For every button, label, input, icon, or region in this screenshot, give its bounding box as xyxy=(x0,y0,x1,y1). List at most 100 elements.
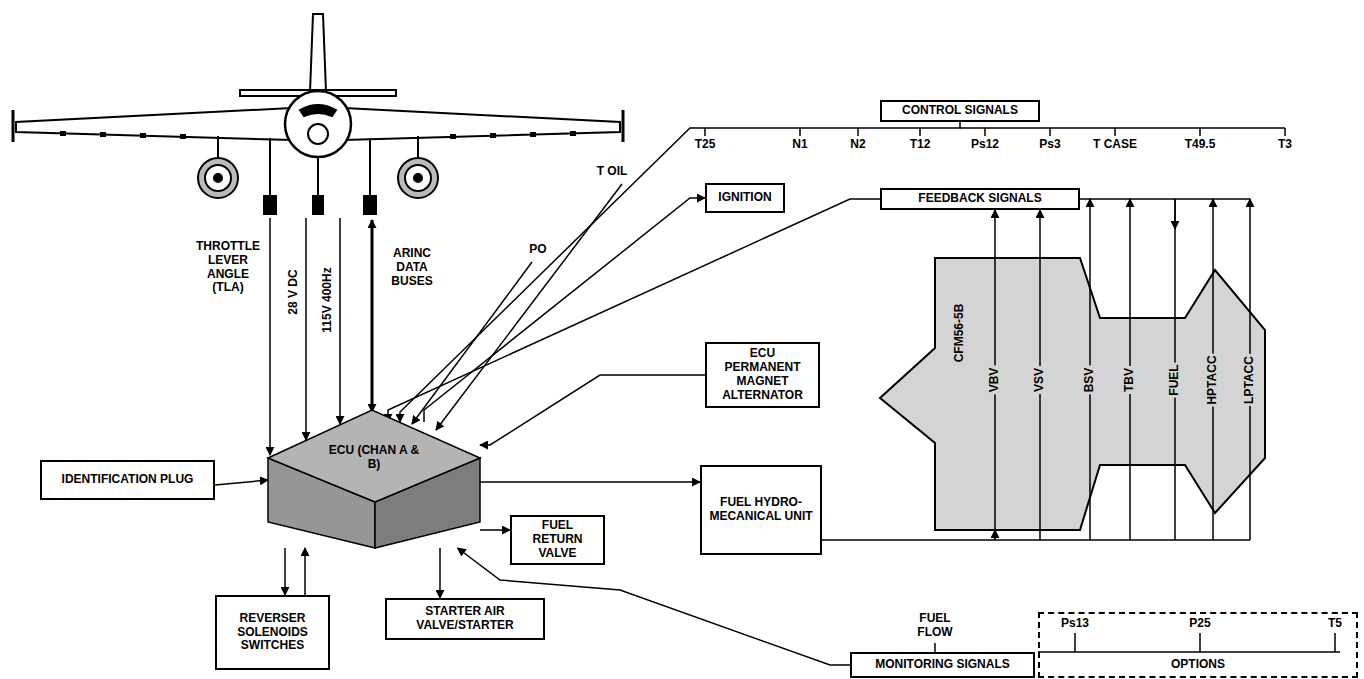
signal-label: THROTTLE LEVER ANGLE (TLA) xyxy=(191,240,265,295)
drawing-part xyxy=(530,132,536,137)
signal-group-box: MONITORING SIGNALS xyxy=(850,652,1035,678)
drawing-part xyxy=(198,158,238,198)
leader-line xyxy=(1080,198,1250,200)
leader-line xyxy=(1334,633,1336,652)
node-label: MONITORING SIGNALS xyxy=(875,658,1009,672)
connector xyxy=(822,530,995,540)
drawing-part xyxy=(414,174,422,182)
leader-line xyxy=(1038,651,1340,653)
signal-label: T OIL xyxy=(595,165,630,179)
node-label: FEEDBACK SIGNALS xyxy=(918,192,1041,206)
signal-label: T3 xyxy=(1276,138,1294,152)
drawing-part xyxy=(180,134,186,139)
drawing-part xyxy=(313,196,323,214)
ecu-box: ECU (CHAN A & B) xyxy=(268,422,480,548)
component-box: ECU PERMANENT MAGNET ALTERNATOR xyxy=(705,342,820,408)
connector xyxy=(284,548,286,595)
actuator-line xyxy=(994,258,996,540)
leader-line xyxy=(1284,128,1286,136)
leader-line xyxy=(1114,128,1116,136)
node-label: IGNITION xyxy=(718,191,771,205)
drawing-part xyxy=(364,196,376,214)
signal-label: T25 xyxy=(693,138,718,152)
node-label: FUEL RETURN VALVE xyxy=(517,519,598,560)
fuel-arrow xyxy=(1174,199,1176,229)
drawing-part xyxy=(285,91,351,157)
signal-label: T49.5 xyxy=(1183,138,1218,152)
leader-line xyxy=(1049,128,1051,136)
leader-line xyxy=(919,128,921,136)
node-label: IDENTIFICATION PLUG xyxy=(62,473,194,487)
node-label: REVERSER SOLENOIDS SWITCHES xyxy=(222,612,323,653)
drawing-part xyxy=(100,132,106,137)
signal-label: N1 xyxy=(790,138,809,152)
signal-label: T5 xyxy=(1326,617,1344,631)
drawing-part xyxy=(405,165,431,191)
leader-line xyxy=(960,127,1285,129)
signal-label: 115V 400Hz xyxy=(321,265,335,334)
signal-label: TBV xyxy=(1123,366,1137,394)
ecu-face xyxy=(268,410,480,502)
connector xyxy=(424,198,705,422)
airplane-illustration xyxy=(13,14,623,214)
drawing-part xyxy=(60,131,66,136)
signal-label: VBV xyxy=(988,366,1002,395)
ecu-housing xyxy=(268,422,480,548)
leader-line xyxy=(12,110,15,142)
node-label: STARTER AIR VALVE/STARTER xyxy=(392,605,538,633)
node-label: CONTROL SIGNALS xyxy=(902,104,1018,118)
component-box: FUEL HYDRO- MECANICAL UNIT xyxy=(700,465,822,555)
actuator-supply-line xyxy=(995,539,1250,541)
drawing-part xyxy=(310,14,326,92)
leader-line xyxy=(305,218,307,440)
drawing-part xyxy=(344,108,620,140)
leader-line xyxy=(269,218,271,455)
drawing-part xyxy=(16,108,292,140)
leader-line xyxy=(1074,633,1076,652)
leader-line xyxy=(339,218,341,424)
signal-brackets xyxy=(705,128,1340,652)
drawing-part xyxy=(398,158,438,198)
drawing-part xyxy=(300,105,336,116)
leader-line xyxy=(417,136,419,158)
connector xyxy=(400,122,960,422)
connector xyxy=(215,480,268,485)
connector xyxy=(480,529,510,531)
signal-group-box: CONTROL SIGNALS xyxy=(880,100,1040,122)
drawing-part xyxy=(570,131,576,136)
leader-line xyxy=(1199,633,1201,652)
signal-label: P25 xyxy=(1187,617,1212,631)
connector xyxy=(480,481,700,483)
connector xyxy=(388,199,880,422)
signal-label: PO xyxy=(527,243,548,257)
leader-line xyxy=(857,128,859,136)
leader-line xyxy=(317,156,319,196)
node-label: OPTIONS xyxy=(1171,657,1225,671)
connector xyxy=(439,548,441,598)
drawing-part xyxy=(214,174,222,182)
connector xyxy=(994,210,996,258)
signal-label: VSV xyxy=(1033,366,1047,394)
drawing-part xyxy=(140,133,146,138)
component-box: REVERSER SOLENOIDS SWITCHES xyxy=(215,595,330,670)
drawing-part xyxy=(490,133,496,138)
component-box: IGNITION xyxy=(705,183,785,213)
connector xyxy=(480,375,705,445)
node-label: ECU (CHAN A & B) xyxy=(322,444,426,472)
leader-line xyxy=(217,136,219,158)
engine-body xyxy=(880,258,1265,530)
signal-label: T CASE xyxy=(1091,138,1139,152)
leader-line xyxy=(934,643,936,652)
leader-line xyxy=(1199,128,1201,136)
component-box: STARTER AIR VALVE/STARTER xyxy=(385,598,545,640)
drawing-part xyxy=(450,134,456,139)
signal-label: LPTACC xyxy=(1243,354,1257,406)
node-label: CFM56-5B xyxy=(953,304,967,363)
signal-label: FUEL FLOW xyxy=(912,612,958,640)
leader-line xyxy=(622,110,625,142)
component-box: FUEL RETURN VALVE xyxy=(510,515,605,565)
leader-line xyxy=(799,128,801,136)
signal-label: FUEL xyxy=(1168,362,1182,397)
signal-label: 28 V DC xyxy=(287,267,301,316)
drawing-part xyxy=(308,124,328,144)
